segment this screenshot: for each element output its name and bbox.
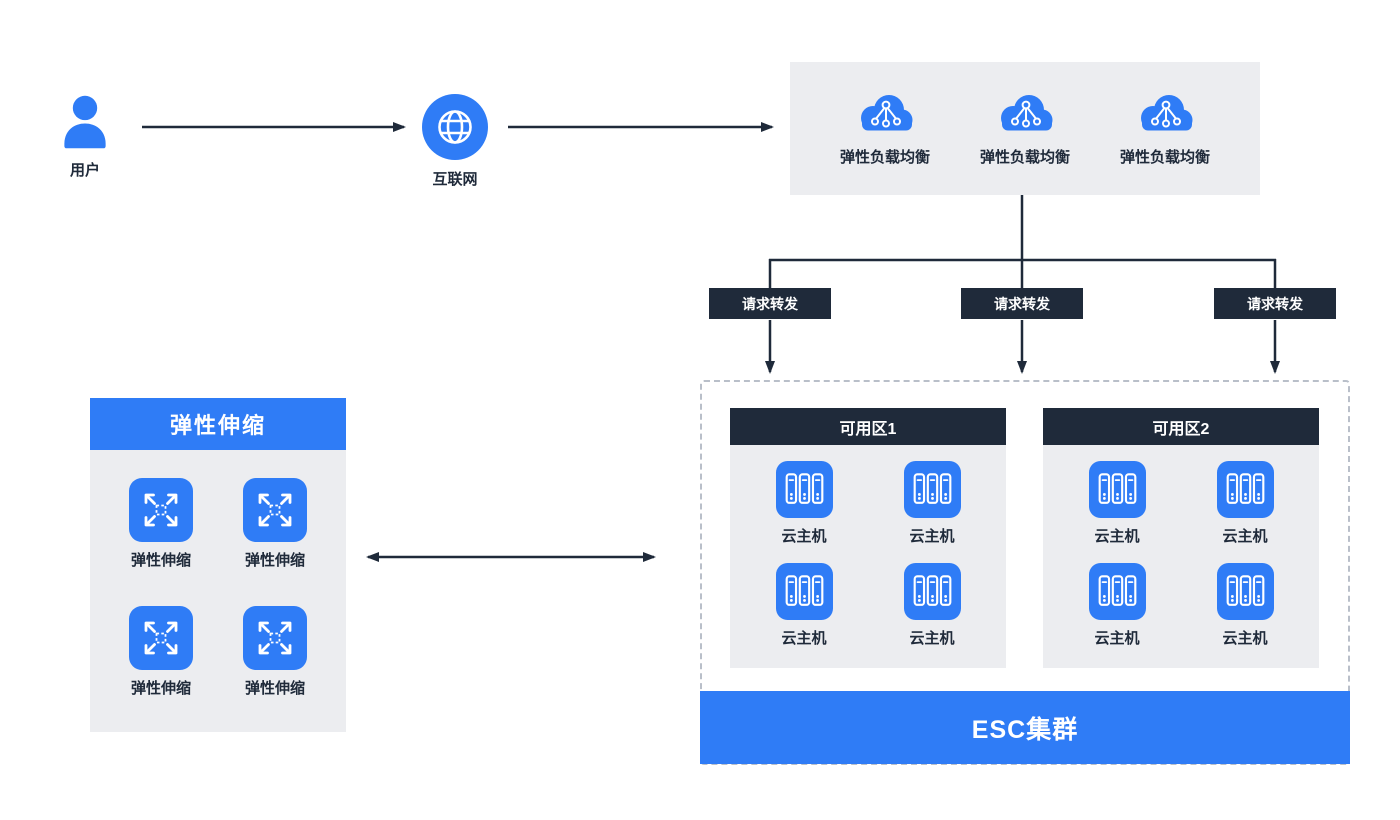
- cloud-host-icon: [1217, 461, 1274, 518]
- elb-label: 弹性负载均衡: [1119, 148, 1210, 166]
- cloud-host-icon: [1217, 563, 1274, 620]
- elastic-scaling-body: 弹性伸缩 弹性伸缩 弹性伸缩 弹性伸缩: [90, 450, 346, 732]
- load-balancer-cloud-icon: [853, 91, 917, 137]
- elb-label: 弹性负载均衡: [839, 148, 930, 166]
- cloud-host-icon: [776, 461, 833, 518]
- user-node: 用户: [30, 94, 140, 180]
- elb-item: 弹性负载均衡: [1120, 91, 1210, 167]
- cloud-host-label: 云主机: [1094, 629, 1140, 647]
- zone-title: 可用区2: [1043, 408, 1319, 445]
- cloud-host: 云主机: [868, 453, 996, 555]
- cloud-host-icon: [776, 563, 833, 620]
- elb-item: 弹性负载均衡: [840, 91, 930, 167]
- esc-cluster-region: [700, 380, 1350, 765]
- elastic-scaling-icon: [129, 478, 193, 542]
- cloud-host: 云主机: [868, 555, 996, 657]
- elastic-scaling-item: 弹性伸缩: [218, 460, 332, 588]
- availability-zone-2: 可用区2 云主机 云主机 云主机 云主机: [1043, 408, 1319, 668]
- cloud-host: 云主机: [1053, 555, 1181, 657]
- cloud-host: 云主机: [1053, 453, 1181, 555]
- cloud-host-icon: [1089, 563, 1146, 620]
- cloud-host: 云主机: [740, 555, 868, 657]
- user-label: 用户: [69, 162, 100, 179]
- request-forward-label: 请求转发: [1214, 288, 1336, 319]
- elastic-scaling-item: 弹性伸缩: [104, 588, 218, 716]
- cloud-host-label: 云主机: [781, 528, 827, 546]
- cloud-host-label: 云主机: [1094, 528, 1140, 546]
- esc-cluster-band: ESC集群: [700, 691, 1350, 764]
- cloud-host-label: 云主机: [781, 629, 827, 647]
- internet-label: 互联网: [432, 171, 478, 188]
- cloud-host-label: 云主机: [1222, 528, 1268, 546]
- zone-body: 云主机 云主机 云主机 云主机: [1043, 445, 1319, 668]
- internet-node: 互联网: [400, 94, 510, 189]
- request-forward-label: 请求转发: [961, 288, 1083, 319]
- zone-title: 可用区1: [730, 408, 1006, 445]
- cloud-host: 云主机: [1181, 555, 1309, 657]
- zone-body: 云主机 云主机 云主机 云主机: [730, 445, 1006, 668]
- cloud-host: 云主机: [1181, 453, 1309, 555]
- cloud-host-icon: [904, 461, 961, 518]
- elastic-scaling-label: 弹性伸缩: [130, 680, 191, 697]
- elastic-scaling-box: 弹性伸缩 弹性伸缩 弹性伸缩 弹性伸缩 弹性伸缩: [90, 398, 346, 732]
- elastic-scaling-icon: [243, 478, 307, 542]
- elastic-scaling-icon: [129, 606, 193, 670]
- load-balancer-cloud-icon: [1133, 91, 1197, 137]
- load-balancer-cloud-icon: [993, 91, 1057, 137]
- user-icon: [55, 94, 115, 151]
- cloud-host: 云主机: [740, 453, 868, 555]
- internet-globe-icon: [422, 94, 488, 160]
- cloud-host-icon: [904, 563, 961, 620]
- elb-item: 弹性负载均衡: [980, 91, 1070, 167]
- elb-panel: 弹性负载均衡 弹性负载均衡 弹性负载均衡: [790, 62, 1260, 195]
- availability-zone-1: 可用区1 云主机 云主机 云主机 云主机: [730, 408, 1006, 668]
- elastic-scaling-label: 弹性伸缩: [244, 680, 305, 697]
- request-forward-label: 请求转发: [709, 288, 831, 319]
- cloud-host-icon: [1089, 461, 1146, 518]
- elastic-scaling-item: 弹性伸缩: [104, 460, 218, 588]
- elastic-scaling-icon: [243, 606, 307, 670]
- elb-label: 弹性负载均衡: [979, 148, 1070, 166]
- elastic-scaling-label: 弹性伸缩: [130, 552, 191, 569]
- elastic-scaling-label: 弹性伸缩: [244, 552, 305, 569]
- elastic-scaling-title: 弹性伸缩: [90, 398, 346, 450]
- cloud-host-label: 云主机: [1222, 629, 1268, 647]
- cloud-host-label: 云主机: [909, 528, 955, 546]
- cloud-host-label: 云主机: [909, 629, 955, 647]
- elastic-scaling-item: 弹性伸缩: [218, 588, 332, 716]
